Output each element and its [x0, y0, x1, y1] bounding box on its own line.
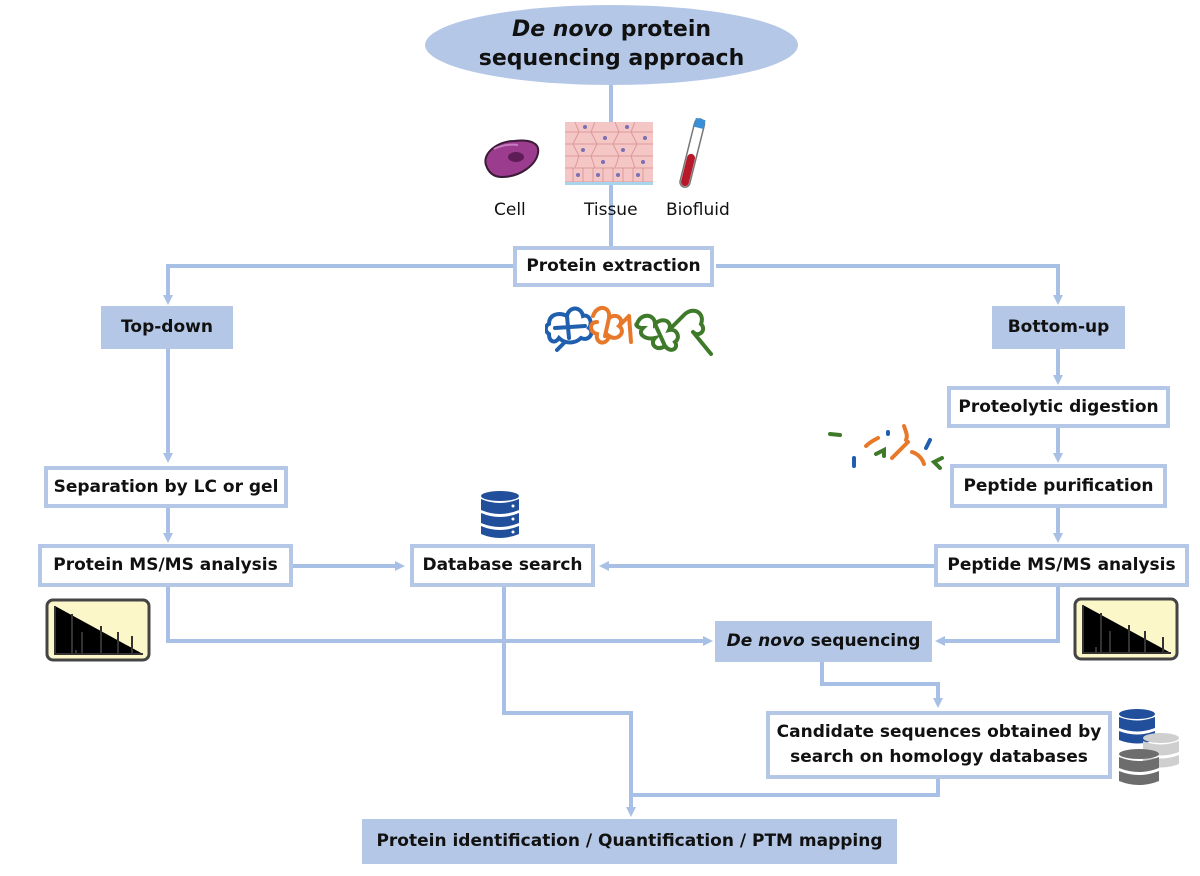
node-proteolytic-digestion: Proteolytic digestion [947, 386, 1170, 428]
connector-candidate-final [631, 778, 940, 797]
de-novo-italic: De novo [726, 631, 805, 652]
source-label-cell: Cell [494, 200, 526, 220]
de-novo-rest: sequencing [804, 631, 921, 652]
candidate-line2: search on homology databases [790, 747, 1088, 767]
connector-extraction-topdown [163, 264, 515, 305]
source-label-biofluid: Biofluid [666, 200, 730, 220]
mass-spectrum-icon-right [1073, 597, 1179, 661]
node-de-novo-sequencing: De novo sequencing [715, 621, 932, 662]
test-tube-icon [679, 117, 706, 188]
connector-dbsearch-final [502, 587, 636, 817]
node-protein-extraction: Protein extraction [513, 246, 714, 287]
node-top-down: Top-down [101, 306, 233, 349]
source-label-tissue: Tissue [584, 200, 638, 220]
node-bottom-up: Bottom-up [992, 306, 1125, 349]
title-italic: De novo [511, 17, 614, 43]
node-peptide-msms: Peptide MS/MS analysis [934, 544, 1189, 587]
node-final-output: Protein identification / Quantification … [362, 819, 897, 864]
database-icon [481, 491, 519, 538]
title-ellipse: De novo protein sequencing approach [425, 5, 798, 85]
connector-denovo-candidate [820, 661, 943, 708]
mass-spectrum-icon [45, 598, 151, 662]
title-line2: sequencing approach [478, 46, 745, 71]
tissue-icon [565, 122, 653, 185]
protein-chain-icon [545, 306, 713, 356]
connector-extraction-bottomup [716, 264, 1063, 305]
node-separation: Separation by LC or gel [44, 466, 288, 508]
cell-icon [484, 139, 540, 179]
node-database-search: Database search [410, 544, 595, 587]
connector-proteinmsms-denovo [166, 587, 713, 646]
title-line1: protein [613, 17, 712, 43]
node-candidate-sequences: Candidate sequences obtained by search o… [766, 711, 1112, 779]
connector-peptidemsms-denovo [935, 587, 1060, 646]
databases-stack-icon [1119, 709, 1179, 785]
node-peptide-purification: Peptide purification [950, 464, 1167, 508]
node-protein-msms: Protein MS/MS analysis [38, 544, 293, 587]
peptide-fragments-icon [828, 424, 944, 470]
candidate-line1: Candidate sequences obtained by [776, 722, 1102, 743]
